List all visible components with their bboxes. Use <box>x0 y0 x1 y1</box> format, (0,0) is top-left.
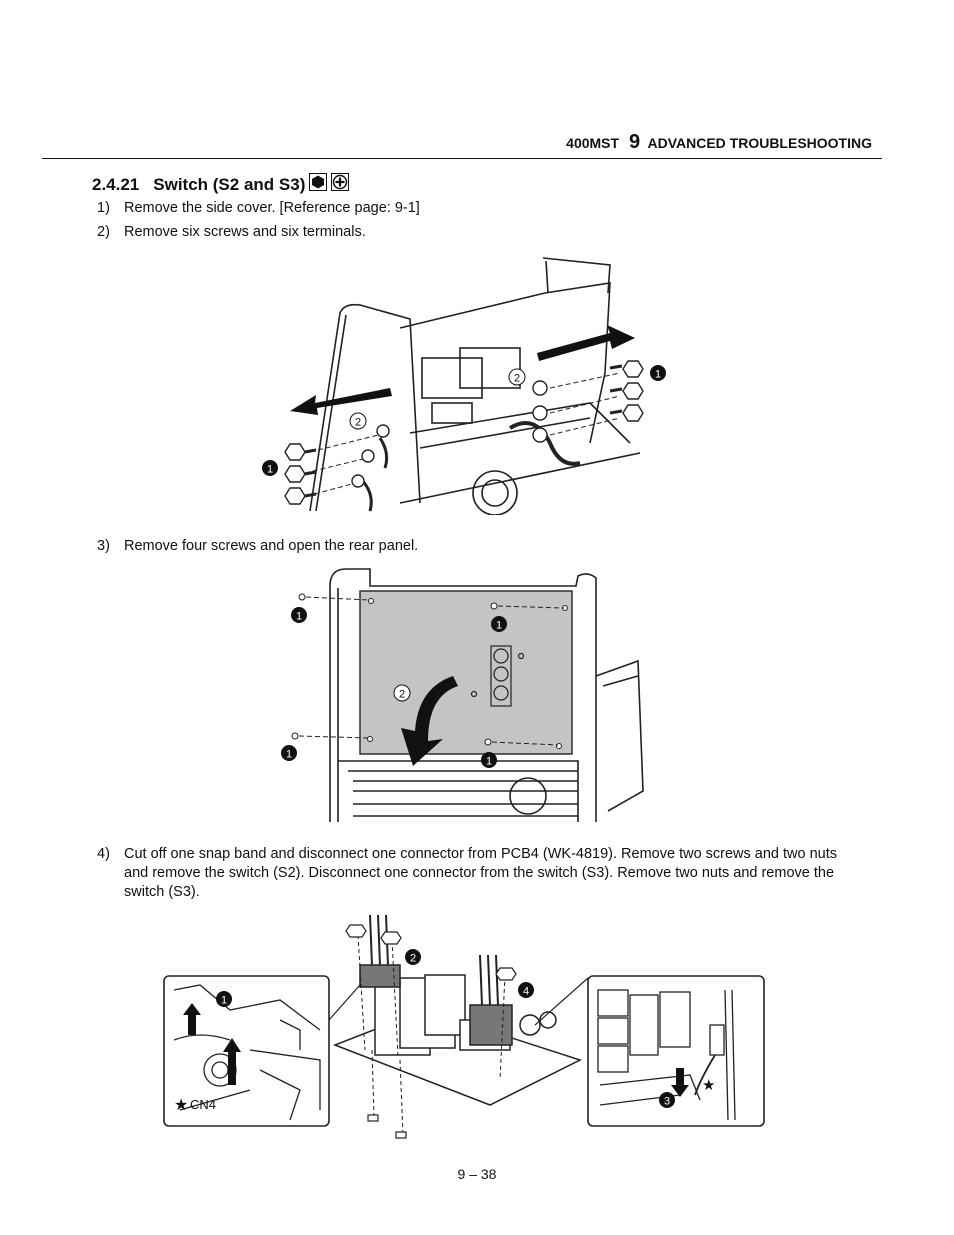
callout-2a: 2 <box>508 368 526 386</box>
chapter-title: ADVANCED TROUBLESHOOTING <box>647 135 872 151</box>
open-panel-arrow-icon <box>401 676 458 766</box>
svg-text:1: 1 <box>655 369 661 381</box>
callout-1d: 1 <box>491 616 507 632</box>
svg-text:1: 1 <box>296 611 302 623</box>
rear-panel <box>359 590 573 755</box>
chapter-number: 9 <box>628 131 641 153</box>
step-1: 1)Remove the side cover. [Reference page… <box>97 200 420 216</box>
step-4: 4)Cut off one snap band and disconnect o… <box>97 846 838 900</box>
cn4-label: CN4 <box>190 1097 216 1112</box>
pull-arrow-right-icon <box>537 325 635 361</box>
pull-down-arrow-icon <box>671 1068 689 1097</box>
section-heading: Switch (S2 and S3) <box>153 174 306 194</box>
header-rule <box>42 158 882 159</box>
callout-1c: 1 <box>291 607 307 623</box>
callout-1b: 1 <box>262 460 278 476</box>
svg-text:3: 3 <box>664 1096 670 1108</box>
star-icon-right: ★ <box>702 1077 715 1094</box>
svg-text:4: 4 <box>523 986 529 998</box>
page-number: 9 – 38 <box>457 1166 497 1182</box>
model-name: 400MST <box>566 135 620 151</box>
svg-text:1: 1 <box>286 749 292 761</box>
svg-text:1: 1 <box>486 756 492 768</box>
pull-arrow-left-icon <box>290 388 392 415</box>
callout-2b: 2 <box>349 412 367 430</box>
figure-remove-screws-terminals: 1 2 2 1 <box>260 253 680 520</box>
svg-text:1: 1 <box>496 620 502 632</box>
svg-text:2: 2 <box>399 689 405 701</box>
svg-text:2: 2 <box>514 373 520 385</box>
star-icon: ★ <box>174 1097 188 1114</box>
lift-arrow-2-icon <box>223 1038 241 1085</box>
callout-1g: 1 <box>216 991 232 1007</box>
figure-open-rear-panel: 1 1 2 1 1 <box>278 566 658 829</box>
hex-socket-tool-icon <box>309 173 328 196</box>
callout-1a: 1 <box>650 365 666 381</box>
callout-1f: 1 <box>481 752 497 768</box>
lift-arrow-1-icon <box>183 1003 201 1035</box>
step-2: 2)Remove six screws and six terminals. <box>97 224 366 240</box>
phillips-screwdriver-icon <box>331 173 350 196</box>
svg-text:1: 1 <box>221 995 227 1007</box>
svg-text:2: 2 <box>410 953 416 965</box>
callout-2d: 2 <box>405 949 421 965</box>
figure-remove-switches: 1 ★ CN4 2 4 <box>160 910 770 1155</box>
detail-inset-right <box>587 975 765 1127</box>
detail-inset-left <box>163 975 330 1127</box>
callout-3: 3 <box>659 1092 675 1108</box>
section-title: 2.4.21 Switch (S2 and S3) <box>92 173 350 196</box>
svg-text:1: 1 <box>267 464 273 476</box>
callout-1e: 1 <box>281 745 297 761</box>
running-header: 400MST 9 ADVANCED TROUBLESHOOTING <box>566 131 872 154</box>
step-3: 3)Remove four screws and open the rear p… <box>97 538 419 554</box>
callout-4: 4 <box>518 982 534 998</box>
svg-text:2: 2 <box>355 417 361 429</box>
section-number: 2.4.21 <box>92 174 140 194</box>
callout-2c: 2 <box>393 684 411 702</box>
